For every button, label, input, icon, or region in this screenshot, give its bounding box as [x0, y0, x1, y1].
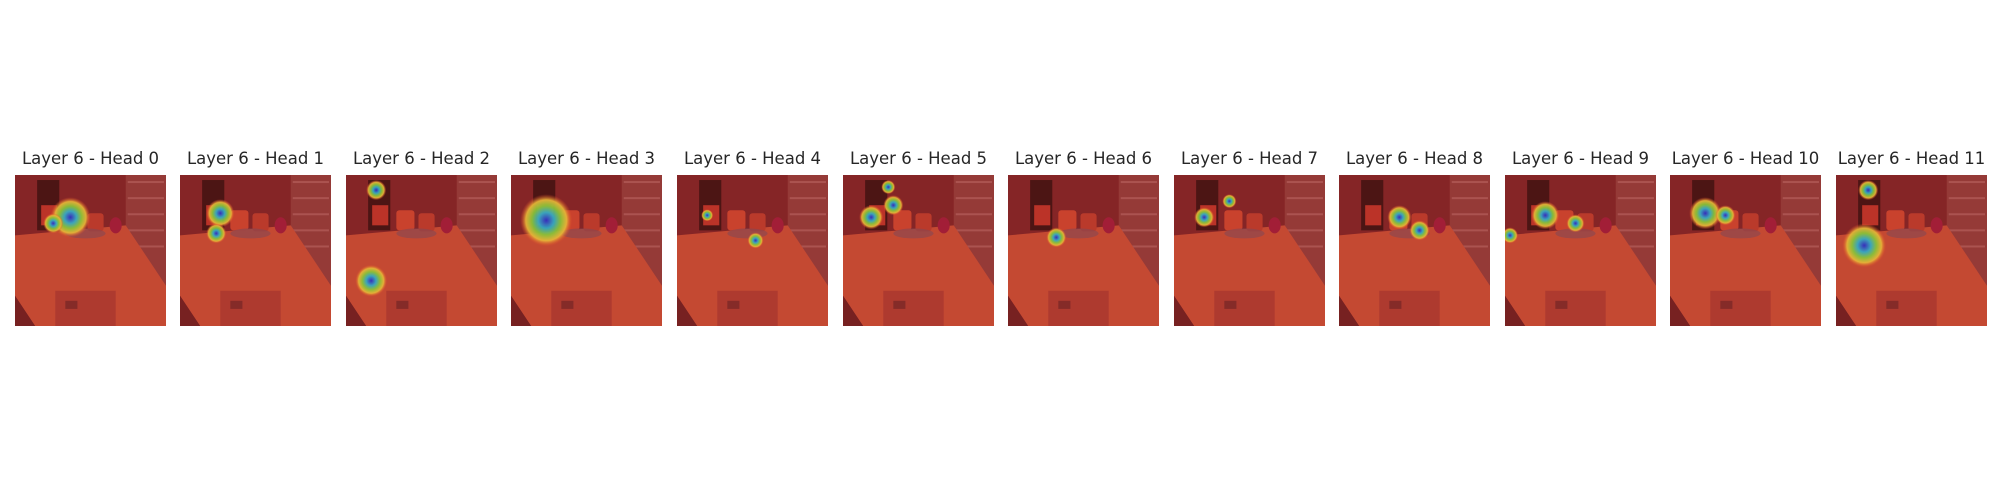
- attention-panel: Layer 6 - Head 11: [1836, 148, 1987, 326]
- panel-title: Layer 6 - Head 9: [1511, 149, 1650, 168]
- attention-panel: Layer 6 - Head 8: [1339, 148, 1490, 326]
- panel-title: Layer 6 - Head 4: [683, 149, 822, 168]
- panel-title: Layer 6 - Head 5: [849, 149, 988, 168]
- attention-heatmap-image: [180, 175, 331, 326]
- attention-panel: Layer 6 - Head 7: [1174, 148, 1325, 326]
- panel-title: Layer 6 - Head 1: [186, 149, 325, 168]
- panel-title: Layer 6 - Head 7: [1180, 149, 1319, 168]
- attention-heatmap-image: [1505, 175, 1656, 326]
- attention-panel: Layer 6 - Head 10: [1670, 148, 1821, 326]
- panel-title: Layer 6 - Head 8: [1345, 149, 1484, 168]
- attention-panel: Layer 6 - Head 5: [843, 148, 994, 326]
- panel-title: Layer 6 - Head 3: [517, 149, 656, 168]
- panel-title: Layer 6 - Head 10: [1671, 149, 1820, 168]
- attention-heatmap-image: [1174, 175, 1325, 326]
- attention-panel: Layer 6 - Head 0: [15, 148, 166, 326]
- panel-title: Layer 6 - Head 11: [1837, 149, 1986, 168]
- panel-title: Layer 6 - Head 6: [1014, 149, 1153, 168]
- panel-title: Layer 6 - Head 2: [352, 149, 491, 168]
- attention-heatmap-image: [1339, 175, 1490, 326]
- attention-heatmap-image: [1836, 175, 1987, 326]
- attention-heatmap-image: [346, 175, 497, 326]
- attention-heatmap-image: [1670, 175, 1821, 326]
- attention-panel: Layer 6 - Head 2: [346, 148, 497, 326]
- attention-panel: Layer 6 - Head 1: [180, 148, 331, 326]
- attention-heatmap-image: [677, 175, 828, 326]
- attention-panel: Layer 6 - Head 4: [677, 148, 828, 326]
- attention-heatmap-image: [15, 175, 166, 326]
- attention-panel: Layer 6 - Head 9: [1505, 148, 1656, 326]
- panel-title: Layer 6 - Head 0: [21, 149, 160, 168]
- attention-panel: Layer 6 - Head 6: [1008, 148, 1159, 326]
- attention-heatmap-image: [1008, 175, 1159, 326]
- attention-heatmap-image: [843, 175, 994, 326]
- attention-heatmap-image: [511, 175, 662, 326]
- attention-panel: Layer 6 - Head 3: [511, 148, 662, 326]
